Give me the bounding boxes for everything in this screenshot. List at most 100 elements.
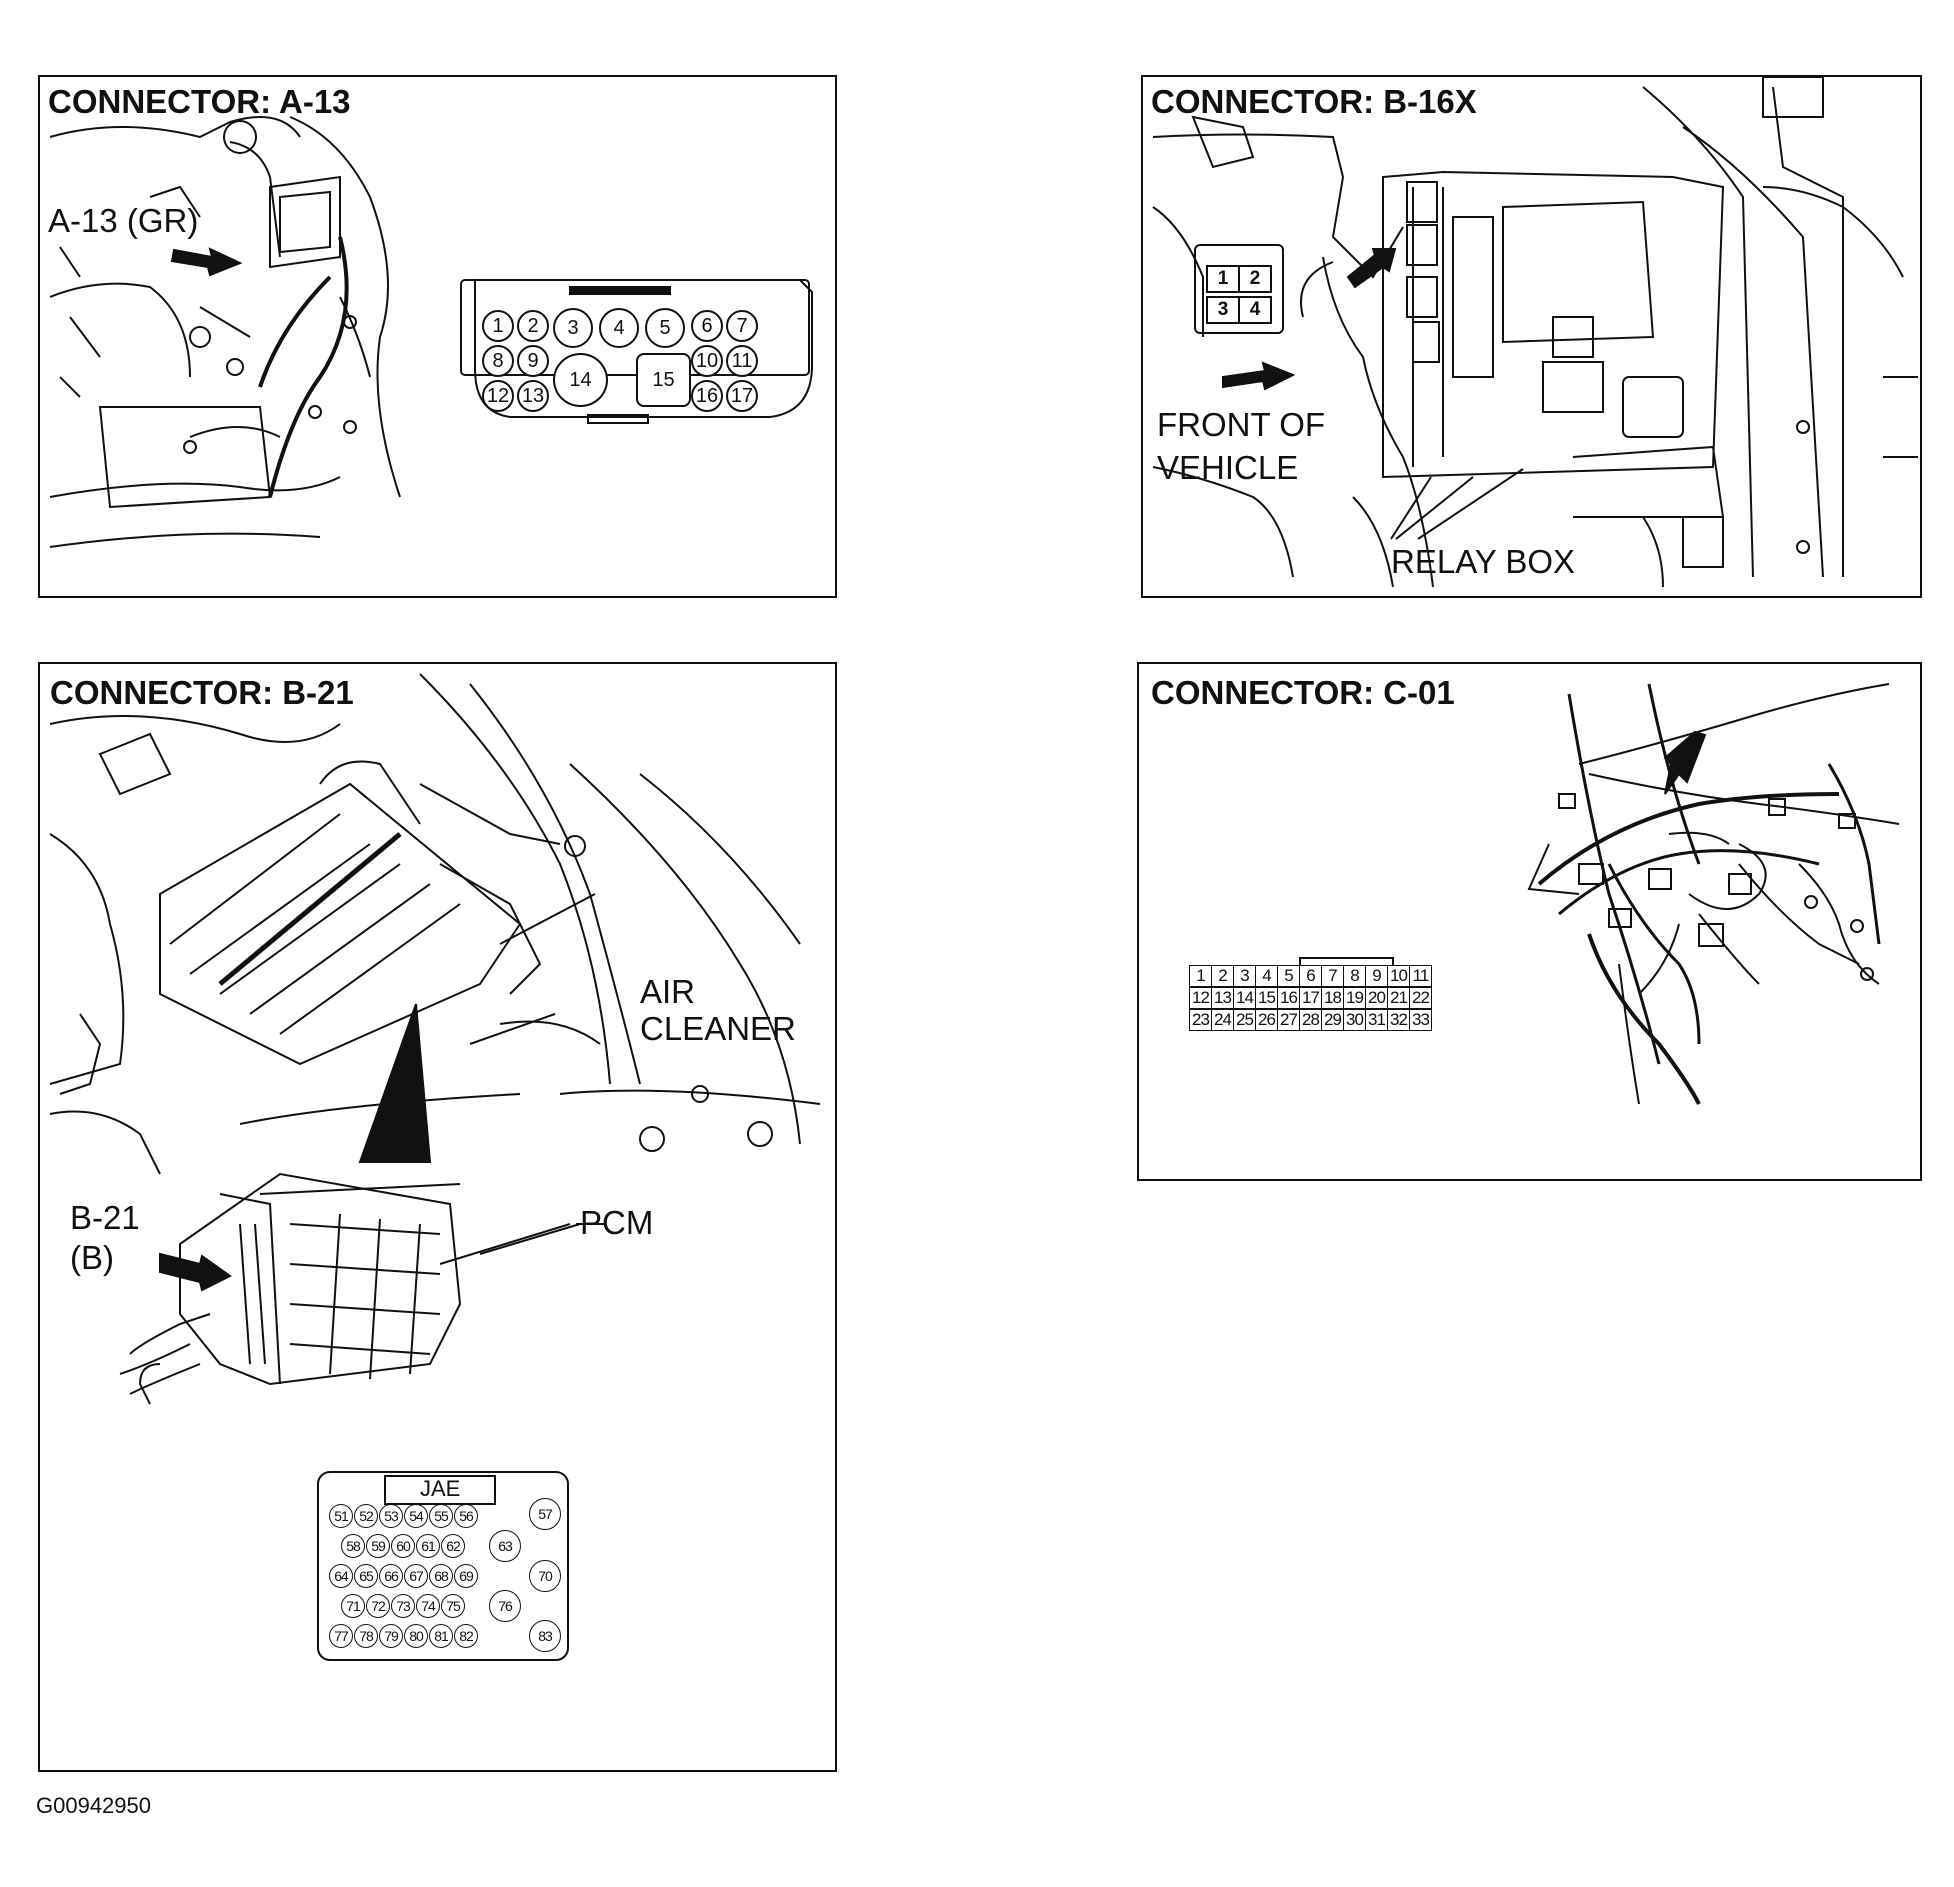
- c01-pin: 12: [1189, 987, 1212, 1009]
- b21-pin: 80: [404, 1624, 428, 1648]
- a13-connector-outline: [460, 279, 813, 424]
- b21-pin: 58: [341, 1534, 365, 1558]
- b21-pin: 78: [354, 1624, 378, 1648]
- a13-pin: 2: [517, 310, 549, 342]
- b21-pin: 70: [529, 1560, 561, 1592]
- a13-pin: 14: [553, 353, 608, 407]
- b21-pin: 63: [489, 1530, 521, 1562]
- b21-pin: 71: [341, 1594, 365, 1618]
- a13-pin: 10: [691, 345, 723, 377]
- panel-connector-b21: CONNECTOR: B-21 AIR CLEANER PCM B-21 (B)…: [38, 662, 837, 1772]
- b16x-pin: 3: [1206, 296, 1240, 324]
- c01-pin: 33: [1409, 1009, 1432, 1031]
- a13-pin: 12: [482, 380, 514, 412]
- b21-pin: 56: [454, 1504, 478, 1528]
- b21-pin: 60: [391, 1534, 415, 1558]
- c01-pin: 11: [1409, 965, 1432, 987]
- b21-pin: 68: [429, 1564, 453, 1588]
- b21-pin: 51: [329, 1504, 353, 1528]
- b21-callout-label: (B): [70, 1239, 114, 1276]
- a13-pin: 5: [645, 308, 685, 348]
- c01-pin: 27: [1277, 1009, 1300, 1031]
- a13-pin: 15: [636, 353, 691, 407]
- c01-pin: 28: [1299, 1009, 1322, 1031]
- b21-pin: 82: [454, 1624, 478, 1648]
- b21-pin: 53: [379, 1504, 403, 1528]
- b21-pin: 67: [404, 1564, 428, 1588]
- c01-pin: 10: [1387, 965, 1410, 987]
- c01-pin: 30: [1343, 1009, 1366, 1031]
- a13-pin: 9: [517, 345, 549, 377]
- b21-pin: 52: [354, 1504, 378, 1528]
- a13-pin: 6: [691, 310, 723, 342]
- a13-pin: 1: [482, 310, 514, 342]
- c01-pin: 18: [1321, 987, 1344, 1009]
- b21-callout-label: B-21: [70, 1199, 140, 1236]
- a13-pin: 4: [599, 308, 639, 348]
- b21-pin: 66: [379, 1564, 403, 1588]
- panel-connector-a13: CONNECTOR: A-13 A-13 (GR) 1 2 3 4 5 6 7 …: [38, 75, 837, 598]
- b21-pin: 55: [429, 1504, 453, 1528]
- air-cleaner-pcm-illustration: [49, 673, 821, 1661]
- b21-pin: 54: [404, 1504, 428, 1528]
- b21-pin: 77: [329, 1624, 353, 1648]
- c01-pin: 17: [1299, 987, 1322, 1009]
- a13-callout-label: A-13 (GR): [48, 202, 199, 239]
- c01-pin: 7: [1321, 965, 1344, 987]
- panel-connector-b16x: CONNECTOR: B-16X 1 2 3 4 FRONT OF VEHICL…: [1141, 75, 1922, 598]
- a13-pin: 3: [553, 308, 593, 348]
- a13-pin: 13: [517, 380, 549, 412]
- c01-pin: 29: [1321, 1009, 1344, 1031]
- panel-title: CONNECTOR: B-16X: [1151, 83, 1477, 120]
- panel-title: CONNECTOR: C-01: [1151, 674, 1455, 711]
- b21-pin: 65: [354, 1564, 378, 1588]
- c01-pin: 20: [1365, 987, 1388, 1009]
- b16x-pin: 2: [1238, 265, 1272, 293]
- air-cleaner-label: CLEANER: [640, 1010, 796, 1047]
- a13-pin: 11: [726, 345, 758, 377]
- c01-pin: 1: [1189, 965, 1212, 987]
- c01-pin: 24: [1211, 1009, 1234, 1031]
- b21-pin: 72: [366, 1594, 390, 1618]
- c01-pin: 16: [1277, 987, 1300, 1009]
- b21-pin: 59: [366, 1534, 390, 1558]
- b21-pin: 64: [329, 1564, 353, 1588]
- c01-pin: 6: [1299, 965, 1322, 987]
- c01-pin: 13: [1211, 987, 1234, 1009]
- c01-pin: 8: [1343, 965, 1366, 987]
- relay-box-illustration: [1152, 77, 1918, 588]
- c01-pin: 25: [1233, 1009, 1256, 1031]
- c01-pin: 14: [1233, 987, 1256, 1009]
- a13-pin: 8: [482, 345, 514, 377]
- front-of-vehicle-label: VEHICLE: [1157, 449, 1299, 486]
- connector-maker-label: JAE: [420, 1476, 461, 1501]
- figure-id: G00942950: [36, 1793, 151, 1818]
- c01-pin: 9: [1365, 965, 1388, 987]
- c01-pin: 4: [1255, 965, 1278, 987]
- b21-pin: 79: [379, 1624, 403, 1648]
- c01-pin: 15: [1255, 987, 1278, 1009]
- a13-pin: 17: [726, 380, 758, 412]
- b21-pin: 62: [441, 1534, 465, 1558]
- engine-bay-illustration: [49, 116, 401, 548]
- b21-pin: 69: [454, 1564, 478, 1588]
- b21-pin: 83: [529, 1620, 561, 1652]
- relay-box-label: RELAY BOX: [1391, 543, 1576, 580]
- c01-pin: 19: [1343, 987, 1366, 1009]
- b21-pin: 75: [441, 1594, 465, 1618]
- dash-harness-illustration: [1299, 683, 1900, 1105]
- b21-pin: 57: [529, 1498, 561, 1530]
- b21-pin: 73: [391, 1594, 415, 1618]
- a13-pin: 16: [691, 380, 723, 412]
- b21-pin: 81: [429, 1624, 453, 1648]
- c01-pin: 22: [1409, 987, 1432, 1009]
- b21-pin: 76: [489, 1590, 521, 1622]
- panel-title: CONNECTOR: A-13: [48, 83, 351, 120]
- c01-pin: 32: [1387, 1009, 1410, 1031]
- panel-title: CONNECTOR: B-21: [50, 674, 354, 711]
- front-of-vehicle-label: FRONT OF: [1157, 406, 1326, 443]
- c01-pin: 26: [1255, 1009, 1278, 1031]
- c01-pin: 21: [1387, 987, 1410, 1009]
- pcm-label: PCM: [580, 1204, 654, 1241]
